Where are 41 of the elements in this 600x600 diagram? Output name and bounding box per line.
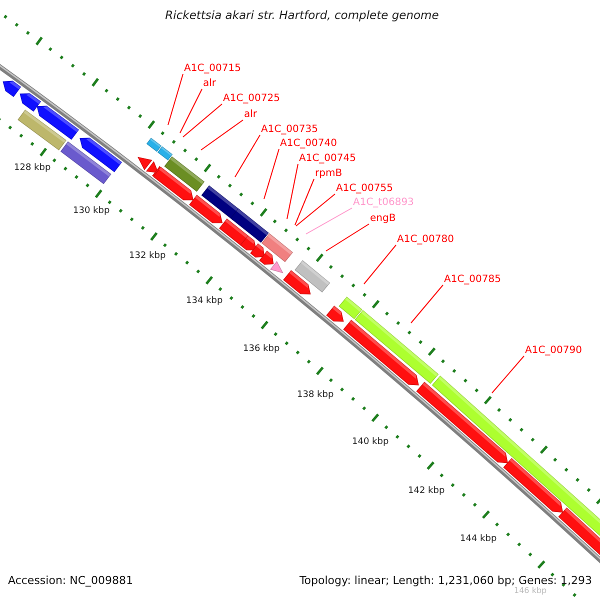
scale-label: 138 kbp: [297, 390, 334, 401]
gene-label: A1C_00735: [261, 124, 318, 136]
leader-line: [326, 224, 370, 252]
leader-line: [296, 194, 336, 226]
scale-label: 136 kbp: [243, 344, 280, 355]
leader-line: [264, 148, 280, 200]
scale-label: 132 kbp: [129, 251, 166, 262]
scale-label: 142 kbp: [408, 486, 445, 497]
scale-label: 144 kbp: [460, 534, 497, 545]
gene-label: A1C_00790: [525, 345, 582, 357]
scale-label: 134 kbp: [186, 296, 223, 307]
gene-label: A1C_00755: [336, 183, 393, 195]
gene-label: A1C_00780: [397, 234, 454, 246]
leader-line: [180, 88, 202, 134]
leader-line: [182, 104, 222, 138]
gene-label: A1C_00785: [444, 274, 501, 286]
scale-label: 146 kbp: [514, 586, 547, 596]
gene-label: A1C_00715: [184, 63, 241, 75]
leader-line: [410, 284, 444, 324]
gene-label: A1C_00745: [299, 153, 356, 165]
scale-label: 128 kbp: [14, 163, 51, 174]
accession-text: Accession: NC_009881: [8, 574, 134, 588]
gene-label: alr: [203, 78, 216, 90]
leader-line: [492, 356, 524, 394]
leader-line: [286, 164, 298, 220]
gene-label: engB: [370, 213, 396, 225]
leader-line: [200, 120, 244, 150]
leader-line: [168, 74, 184, 126]
map-title: Rickettsia akari str. Hartford, complete genome: [164, 9, 440, 23]
leader-line: [294, 178, 314, 226]
leader-line: [306, 208, 352, 234]
gene-label: A1C_00725: [223, 93, 280, 105]
gene-label: A1C_t06893: [353, 197, 414, 209]
gene-label: rpmB: [315, 168, 342, 180]
genome-stats-text: Topology: linear; Length: 1,231,060 bp; Genes: 1,293: [299, 574, 592, 587]
leader-line: [364, 244, 396, 284]
leader-line: [234, 134, 260, 178]
gene-label: A1C_00740: [280, 138, 337, 150]
scale-label: 130 kbp: [73, 206, 110, 217]
scale-label: 140 kbp: [352, 437, 389, 448]
gene-label: alr: [244, 109, 258, 121]
